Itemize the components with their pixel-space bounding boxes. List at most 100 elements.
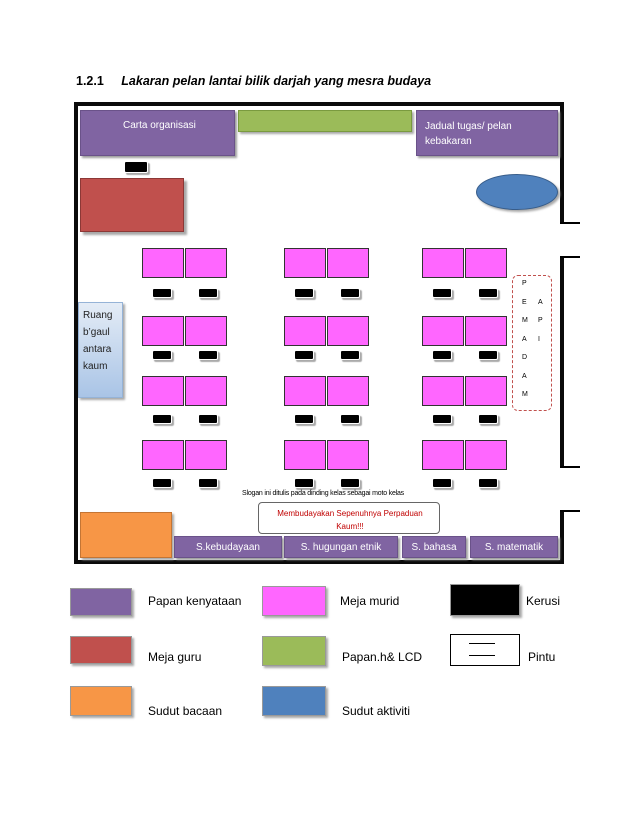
duty-schedule-board: Jadual tugas/ pelan kebakaran xyxy=(416,110,558,156)
exhibition-letter: A xyxy=(538,298,543,306)
student-desk xyxy=(422,248,464,278)
classroom-outline xyxy=(74,102,564,564)
door-bottom-right-frame xyxy=(560,466,580,512)
legend-label-door: Pintu xyxy=(528,650,556,664)
legend-swatch-chair xyxy=(450,584,520,616)
student-desk xyxy=(465,440,507,470)
student-desk xyxy=(284,376,326,406)
exhibition-letter: M xyxy=(522,317,528,324)
reading-corner xyxy=(80,512,172,558)
math-label: S. matematik xyxy=(484,541,544,553)
student-chair xyxy=(294,414,314,424)
socializing-corner-board: Ruang b’gaul antara kaum xyxy=(78,302,123,398)
teacher-chair xyxy=(124,161,148,173)
student-chair xyxy=(478,288,498,298)
section-title: Lakaran pelan lantai bilik darjah yang m… xyxy=(121,74,432,88)
student-desk xyxy=(284,248,326,278)
student-chair xyxy=(198,478,218,488)
student-desk xyxy=(284,316,326,346)
student-chair xyxy=(432,350,452,360)
exhibition-letter: E xyxy=(522,298,527,306)
student-chair xyxy=(152,288,172,298)
whiteboard-lcd xyxy=(238,110,412,132)
exhibition-letter: A xyxy=(522,335,527,343)
ethnic-relations-board: S. hugungan etnik xyxy=(284,536,398,558)
student-chair xyxy=(198,414,218,424)
student-desk xyxy=(142,316,184,346)
student-chair xyxy=(478,414,498,424)
student-chair xyxy=(432,414,452,424)
duty-schedule-label: Jadual tugas/ pelan kebakaran xyxy=(425,121,512,147)
exhibition-letter: P xyxy=(538,317,543,324)
legend-swatch-door xyxy=(450,634,520,666)
exhibition-letter: A xyxy=(522,372,527,380)
culture-label: S.kebudayaan xyxy=(196,541,260,553)
legend-label-teacher-desk: Meja guru xyxy=(148,650,202,664)
student-desk xyxy=(422,376,464,406)
student-chair xyxy=(340,350,360,360)
student-chair xyxy=(198,288,218,298)
ethnic-relations-label: S. hugungan etnik xyxy=(300,541,382,553)
culture-board: S.kebudayaan xyxy=(174,536,282,558)
student-desk xyxy=(185,248,227,278)
student-desk xyxy=(142,248,184,278)
student-desk xyxy=(284,440,326,470)
exhibition-letter: D xyxy=(522,354,528,361)
student-desk xyxy=(465,316,507,346)
legend-swatch-teacher-desk xyxy=(70,636,132,664)
student-desk xyxy=(327,376,369,406)
slogan-caption: Slogan ini ditulis pada dinding kelas se… xyxy=(242,490,404,497)
section-number: 1.2.1 xyxy=(76,74,104,88)
student-desk xyxy=(327,316,369,346)
org-chart-label: Carta organisasi xyxy=(123,120,196,131)
legend-label-activity-corner: Sudut aktiviti xyxy=(342,704,411,718)
student-chair xyxy=(294,288,314,298)
student-desk xyxy=(465,248,507,278)
legend-label-whiteboard-lcd: Papan.h& LCD xyxy=(342,650,423,664)
math-board: S. matematik xyxy=(470,536,558,558)
student-desk xyxy=(327,248,369,278)
student-desk xyxy=(422,440,464,470)
teacher-desk xyxy=(80,178,184,232)
legend-swatch-activity-corner xyxy=(262,686,326,716)
door-top-right-frame xyxy=(560,222,580,258)
legend-label-chair: Kerusi xyxy=(526,594,561,608)
student-chair xyxy=(478,350,498,360)
exhibition-letter: P xyxy=(522,280,527,287)
student-chair xyxy=(294,350,314,360)
exhibition-area xyxy=(512,275,552,411)
student-desk xyxy=(185,376,227,406)
exhibition-letter: I xyxy=(538,335,540,343)
slogan-text: Membudayakan Sepenuhnya Perpaduan Kaum!!… xyxy=(277,509,423,531)
student-desk xyxy=(185,316,227,346)
legend-swatch-reading-corner xyxy=(70,686,132,716)
student-chair xyxy=(340,478,360,488)
org-chart-board: Carta organisasi xyxy=(80,110,235,156)
student-chair xyxy=(152,478,172,488)
legend-label-student-desk: Meja murid xyxy=(340,594,400,608)
legend-swatch-whiteboard-lcd xyxy=(262,636,326,666)
student-chair xyxy=(198,350,218,360)
legend-label-reading-corner: Sudut bacaan xyxy=(148,704,223,718)
student-chair xyxy=(340,288,360,298)
slogan-scroll xyxy=(258,502,440,534)
student-chair xyxy=(152,414,172,424)
student-chair xyxy=(478,478,498,488)
student-chair xyxy=(432,288,452,298)
student-desk xyxy=(185,440,227,470)
exhibition-letter: M xyxy=(522,391,528,398)
student-desk xyxy=(422,316,464,346)
page-heading: 1.2.1 Lakaran pelan lantai bilik darjah … xyxy=(76,74,431,88)
activity-corner xyxy=(476,174,558,210)
legend-label-bulletin-board: Papan kenyataan xyxy=(148,594,242,608)
student-chair xyxy=(432,478,452,488)
language-board: S. bahasa xyxy=(402,536,466,558)
socializing-corner-label: Ruang b’gaul antara kaum xyxy=(83,310,113,372)
student-desk xyxy=(142,440,184,470)
legend-swatch-bulletin-board xyxy=(70,588,132,616)
student-chair xyxy=(152,350,172,360)
legend-swatch-student-desk xyxy=(262,586,326,616)
student-desk xyxy=(465,376,507,406)
student-desk xyxy=(327,440,369,470)
student-chair xyxy=(340,414,360,424)
